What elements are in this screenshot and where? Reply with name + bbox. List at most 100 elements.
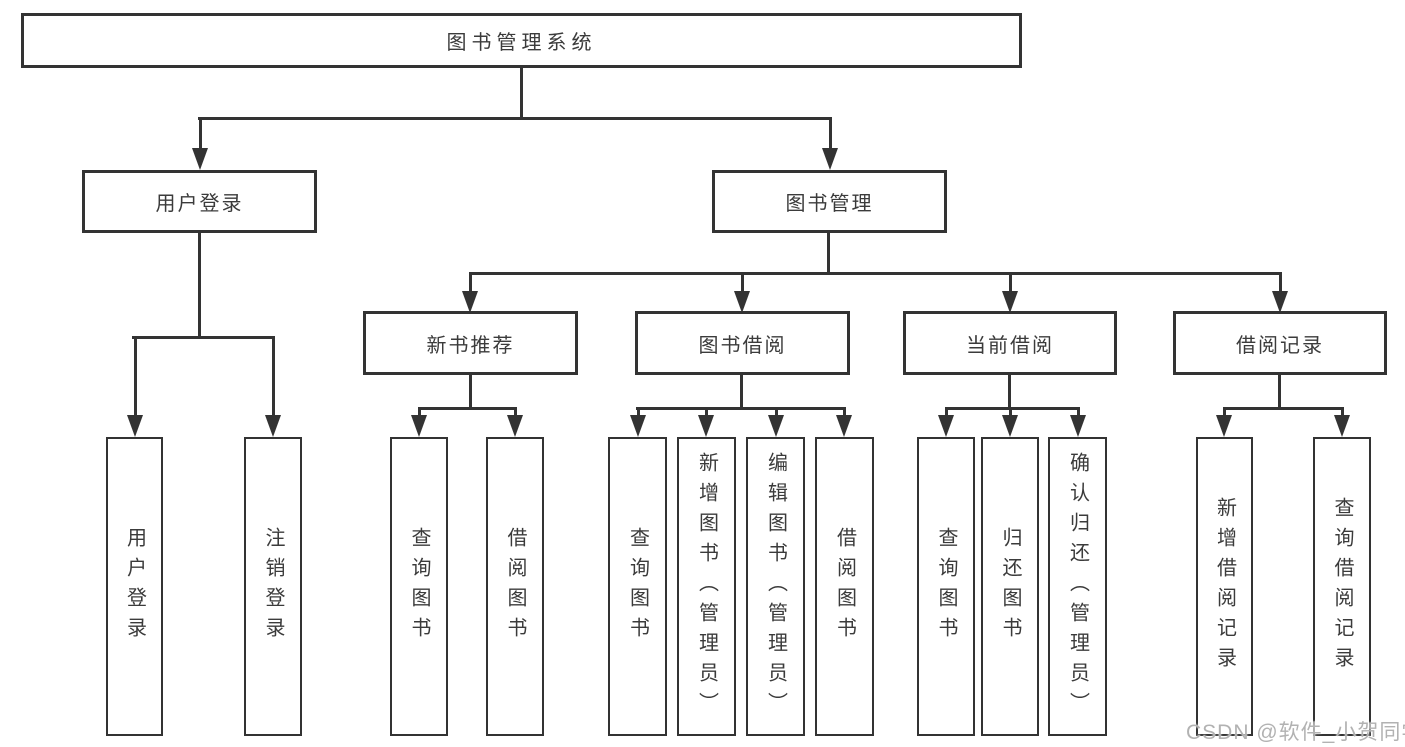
arrow-head (192, 148, 208, 170)
leaf-nbr-borrow-book-label: 借阅图书 (504, 526, 526, 647)
arrow-stem (1222, 407, 1226, 415)
arrow-stem (944, 407, 948, 415)
leaf-br-add-record-label: 新增借阅记录 (1213, 496, 1236, 677)
connector-line (1008, 375, 1011, 407)
leaf-logout-login: 注销登录 (244, 437, 302, 736)
node-current-borrow: 当前借阅 (903, 311, 1117, 375)
leaf-nbr-borrow-book: 借阅图书 (486, 437, 544, 736)
connector-line (827, 233, 830, 272)
leaf-bb-edit-book-admin: 编辑图书（管理员） (746, 437, 805, 736)
arrow-stem (1340, 407, 1344, 415)
arrow-head (630, 415, 646, 437)
leaf-cb-return-book: 归还图书 (981, 437, 1039, 736)
arrow-down-icon (836, 407, 852, 437)
arrow-down-icon (1334, 407, 1350, 437)
leaf-bb-edit-book-admin-label: 编辑图书（管理员） (764, 451, 787, 722)
node-user-login-group: 用户登录 (82, 170, 317, 233)
arrow-stem (271, 336, 275, 415)
arrow-down-icon (192, 117, 208, 170)
arrow-down-icon (768, 407, 784, 437)
leaf-nbr-query-book-label: 查询图书 (408, 526, 430, 647)
leaf-bb-query-book: 查询图书 (608, 437, 667, 736)
arrow-stem (740, 272, 744, 291)
leaf-cb-return-book-label: 归还图书 (999, 526, 1021, 647)
connector-line (636, 407, 846, 410)
arrow-stem (774, 407, 778, 415)
leaf-br-add-record: 新增借阅记录 (1196, 437, 1253, 736)
arrow-head (1002, 415, 1018, 437)
connector-line (1278, 375, 1281, 407)
arrow-stem (842, 407, 846, 415)
arrow-down-icon (265, 336, 281, 437)
arrow-head (411, 415, 427, 437)
arrow-stem (468, 272, 472, 291)
connector-line (469, 375, 472, 407)
leaf-bb-add-book-admin: 新增图书（管理员） (677, 437, 736, 736)
arrow-stem (704, 407, 708, 415)
arrow-stem (417, 407, 421, 415)
leaf-nbr-query-book: 查询图书 (390, 437, 448, 736)
arrow-head (836, 415, 852, 437)
connector-line (469, 272, 1282, 275)
connector-line (1224, 407, 1344, 410)
leaf-br-query-record: 查询借阅记录 (1313, 437, 1371, 736)
connector-line (132, 336, 274, 339)
leaf-br-query-record-label: 查询借阅记录 (1331, 496, 1353, 677)
leaf-logout-login-label: 注销登录 (262, 526, 284, 647)
node-borrow-records: 借阅记录 (1173, 311, 1387, 375)
arrow-down-icon (630, 407, 646, 437)
arrow-head (1070, 415, 1086, 437)
arrow-down-icon (938, 407, 954, 437)
leaf-cb-confirm-return-admin-label: 确认归还（管理员） (1066, 451, 1089, 722)
arrow-head (1216, 415, 1232, 437)
arrow-head (127, 415, 143, 437)
arrow-stem (1008, 407, 1012, 415)
arrow-stem (636, 407, 640, 415)
arrow-down-icon (1272, 272, 1288, 313)
leaf-bb-borrow-book: 借阅图书 (815, 437, 874, 736)
arrow-stem (828, 117, 832, 148)
arrow-down-icon (462, 272, 478, 313)
arrow-head (734, 291, 750, 313)
arrow-head (768, 415, 784, 437)
connector-line (945, 407, 1079, 410)
arrow-stem (198, 117, 202, 148)
leaf-bb-query-book-label: 查询图书 (626, 526, 649, 647)
arrow-head (507, 415, 523, 437)
node-new-book-recommend: 新书推荐 (363, 311, 578, 375)
arrow-head (822, 148, 838, 170)
arrow-head (462, 291, 478, 313)
node-book-management: 图书管理 (712, 170, 947, 233)
leaf-bb-add-book-admin-label: 新增图书（管理员） (695, 451, 718, 722)
node-library-system: 图书管理系统 (21, 13, 1022, 68)
arrow-down-icon (1216, 407, 1232, 437)
arrow-stem (133, 336, 137, 415)
leaf-bb-borrow-book-label: 借阅图书 (833, 526, 856, 647)
leaf-cb-query-book-label: 查询图书 (935, 526, 957, 647)
connector-line (198, 233, 201, 336)
node-book-borrow: 图书借阅 (635, 311, 850, 375)
arrow-head (1002, 291, 1018, 313)
arrow-down-icon (822, 117, 838, 170)
arrow-down-icon (734, 272, 750, 313)
connector-line (520, 68, 523, 117)
arrow-stem (513, 407, 517, 415)
arrow-stem (1076, 407, 1080, 415)
arrow-head (938, 415, 954, 437)
connector-line (740, 375, 743, 407)
leaf-user-login-label: 用户登录 (123, 526, 146, 647)
watermark: CSDN @软件_小贺同学 (1186, 721, 1405, 744)
arrow-head (1334, 415, 1350, 437)
leaf-user-login: 用户登录 (106, 437, 163, 736)
leaf-cb-confirm-return-admin: 确认归还（管理员） (1048, 437, 1107, 736)
arrow-down-icon (1070, 407, 1086, 437)
arrow-down-icon (127, 336, 143, 437)
arrow-down-icon (507, 407, 523, 437)
arrow-stem (1008, 272, 1012, 291)
arrow-down-icon (1002, 272, 1018, 313)
arrow-head (265, 415, 281, 437)
arrow-down-icon (1002, 407, 1018, 437)
leaf-cb-query-book: 查询图书 (917, 437, 975, 736)
arrow-stem (1278, 272, 1282, 291)
